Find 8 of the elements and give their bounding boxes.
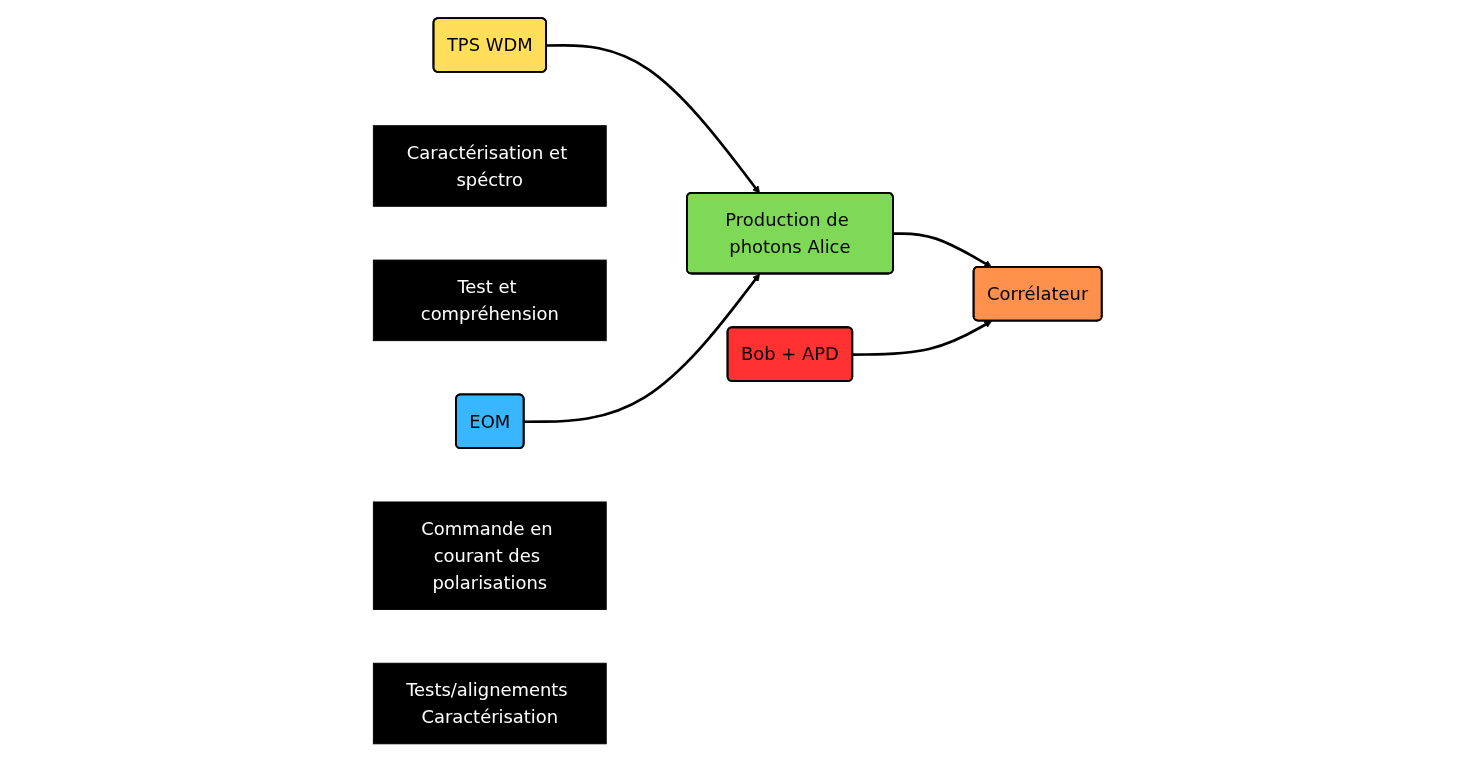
arrow bbox=[853, 320, 993, 356]
node-box: Caractérisation et spéctro bbox=[373, 124, 608, 207]
arrow bbox=[524, 273, 761, 423]
node-box: Tests/alignements Caractérisation bbox=[373, 662, 608, 744]
arrow bbox=[893, 231, 993, 268]
node-box: Test et compréhension bbox=[373, 259, 608, 341]
node-box: Commande en courant des polarisations bbox=[373, 501, 608, 610]
arrow bbox=[547, 43, 761, 194]
